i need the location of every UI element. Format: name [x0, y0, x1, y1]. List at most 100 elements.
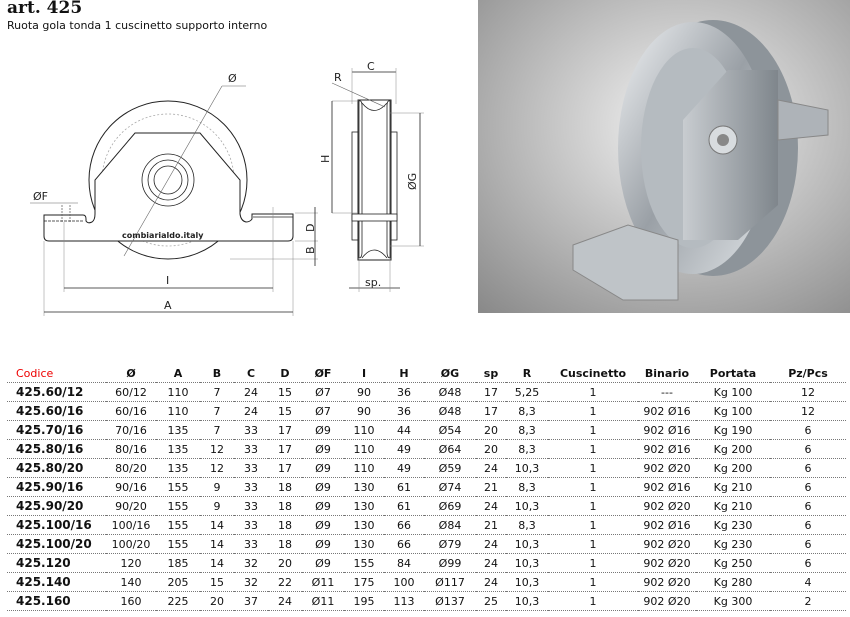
product-code: 425.70/16 [7, 420, 106, 440]
table-cell: 17 [268, 420, 302, 440]
table-cell: 130 [344, 534, 384, 554]
article-title: art. 425 [7, 0, 83, 18]
table-cell: 24 [476, 572, 506, 592]
table-cell: 1 [548, 572, 638, 592]
product-code: 425.160 [7, 591, 106, 611]
table-cell: 33 [234, 477, 268, 497]
label-diameter: Ø [228, 72, 237, 85]
table-cell: Ø84 [424, 515, 476, 535]
col-sp: sp [476, 364, 506, 383]
table-cell: 37 [234, 591, 268, 611]
table-cell: 33 [234, 496, 268, 516]
table-cell: 15 [268, 401, 302, 421]
table-cell: 7 [200, 401, 234, 421]
table-cell: 155 [156, 515, 200, 535]
table-cell: 6 [770, 458, 846, 478]
table-cell: 155 [156, 534, 200, 554]
table-cell: 17 [268, 439, 302, 459]
table-cell: 24 [476, 553, 506, 573]
table-cell: 44 [384, 420, 424, 440]
col-cuscinetto: Cuscinetto [548, 364, 638, 383]
table-cell: 205 [156, 572, 200, 592]
table-cell: 902 Ø20 [638, 534, 696, 554]
table-cell: Ø9 [302, 534, 344, 554]
table-cell: 15 [200, 572, 234, 592]
col-portata: Portata [696, 364, 770, 383]
specifications-table: Codice Ø A B C D ØF I H ØG sp R Cuscinet… [7, 364, 846, 611]
table-cell: 902 Ø20 [638, 496, 696, 516]
table-cell: 5,25 [506, 382, 548, 402]
table-cell: 32 [234, 553, 268, 573]
table-cell: 7 [200, 420, 234, 440]
product-code: 425.80/16 [7, 439, 106, 459]
table-cell: 17 [476, 401, 506, 421]
product-code: 425.80/20 [7, 458, 106, 478]
table-cell: 18 [268, 496, 302, 516]
table-cell: 100/20 [106, 534, 156, 554]
table-cell: 902 Ø20 [638, 572, 696, 592]
table-cell: 61 [384, 496, 424, 516]
table-cell: 36 [384, 382, 424, 402]
table-cell: Kg 100 [696, 401, 770, 421]
front-view: combiarialdo.italy Ø ØF I A D B [30, 72, 318, 316]
table-cell: Ø9 [302, 420, 344, 440]
table-cell: 6 [770, 553, 846, 573]
table-cell: 61 [384, 477, 424, 497]
table-cell: 175 [344, 572, 384, 592]
table-cell: Kg 280 [696, 572, 770, 592]
col-c: C [234, 364, 268, 383]
table-cell: 24 [234, 382, 268, 402]
table-cell: 120 [106, 553, 156, 573]
table-cell: 14 [200, 553, 234, 573]
table-cell: 110 [156, 382, 200, 402]
label-h: H [319, 155, 332, 163]
product-code: 425.100/20 [7, 534, 106, 554]
technical-drawing: combiarialdo.italy Ø ØF I A D B [30, 60, 424, 316]
table-cell: 18 [268, 534, 302, 554]
col-pz: Pz/Pcs [770, 364, 846, 383]
table-cell: 902 Ø16 [638, 515, 696, 535]
col-codice: Codice [7, 364, 106, 383]
table-cell: 1 [548, 382, 638, 402]
table-cell: 4 [770, 572, 846, 592]
table-cell: 9 [200, 477, 234, 497]
table-cell: Ø9 [302, 439, 344, 459]
table-cell: 80/16 [106, 439, 156, 459]
table-cell: 1 [548, 496, 638, 516]
table-cell: Kg 200 [696, 458, 770, 478]
table-cell: Ø54 [424, 420, 476, 440]
label-d: D [304, 224, 317, 232]
table-cell: 24 [476, 458, 506, 478]
table-cell: 33 [234, 534, 268, 554]
table-cell: 6 [770, 534, 846, 554]
table-cell: 1 [548, 439, 638, 459]
table-cell: 17 [476, 382, 506, 402]
table-cell: Kg 250 [696, 553, 770, 573]
col-f: ØF [302, 364, 344, 383]
table-cell: 21 [476, 515, 506, 535]
table-cell: 18 [268, 515, 302, 535]
table-cell: 20 [268, 553, 302, 573]
table-header-row: Codice Ø A B C D ØF I H ØG sp R Cuscinet… [7, 364, 846, 383]
table-cell: 90/20 [106, 496, 156, 516]
table-cell: 110 [344, 458, 384, 478]
product-code: 425.90/20 [7, 496, 106, 516]
table-cell: 1 [548, 477, 638, 497]
table-cell: 10,3 [506, 458, 548, 478]
table-cell: 14 [200, 534, 234, 554]
table-cell: 9 [200, 496, 234, 516]
table-cell: Kg 230 [696, 534, 770, 554]
label-sp: sp. [365, 276, 381, 289]
col-r: R [506, 364, 548, 383]
table-cell: 8,3 [506, 401, 548, 421]
table-cell: 15 [268, 382, 302, 402]
table-cell: Ø79 [424, 534, 476, 554]
table-cell: 130 [344, 477, 384, 497]
table-cell: 110 [156, 401, 200, 421]
table-cell: 135 [156, 458, 200, 478]
